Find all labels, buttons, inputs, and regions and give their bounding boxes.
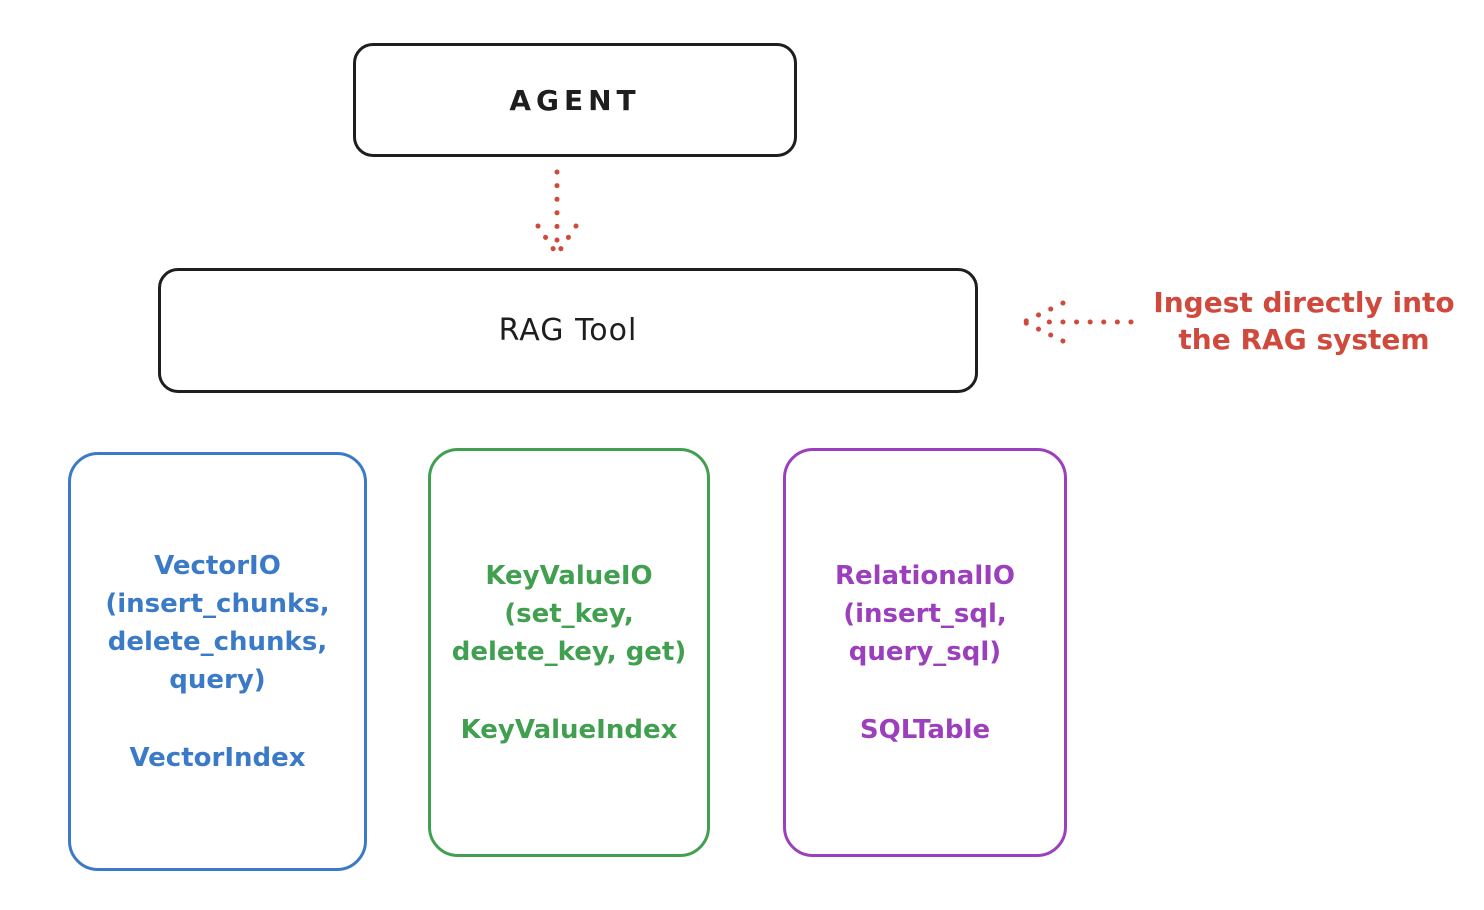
box-line: (insert_chunks, [105,588,330,619]
box-line: RelationalIO [834,560,1016,591]
ingest-annotation-line: the RAG system [1178,323,1430,356]
vector-index-label: VectorIndex [129,742,306,773]
keyvalue-io-signature: KeyValueIO (set_key, delete_key, get) [452,557,687,671]
box-line: delete_chunks, [107,626,328,657]
relational-io-box: RelationalIO (insert_sql, query_sql) SQL… [783,448,1067,857]
vector-io-box: VectorIO (insert_chunks, delete_chunks, … [68,452,367,871]
annotation-to-rag-arrow [1023,300,1134,344]
vector-io-signature: VectorIO (insert_chunks, delete_chunks, … [105,547,329,699]
rag-tool-node-label: RAG Tool [498,313,638,348]
agent-node: AGENT [353,43,797,157]
ingest-annotation: Ingest directly into the RAG system [1128,284,1480,358]
keyvalue-index-label: KeyValueIndex [460,714,678,745]
sql-table-label: SQLTable [859,714,991,745]
agent-to-rag-arrowhead-icon [535,223,579,256]
box-line: KeyValueIO [485,560,653,591]
agent-node-label: AGENT [509,83,641,117]
agent-to-rag-arrow [535,169,579,256]
box-line: (insert_sql, [843,598,1007,629]
rag-tool-node: RAG Tool [158,268,978,393]
box-line: delete_key, get) [451,636,687,667]
box-line: query) [169,664,266,695]
keyvalue-io-box: KeyValueIO (set_key, delete_key, get) Ke… [428,448,710,857]
box-line: (set_key, [504,598,634,629]
relational-io-signature: RelationalIO (insert_sql, query_sql) [835,557,1015,671]
box-line: query_sql) [848,636,1002,667]
annotation-to-rag-arrowhead-icon [1023,300,1066,344]
ingest-annotation-line: Ingest directly into [1153,286,1455,319]
box-line: VectorIO [154,550,281,581]
